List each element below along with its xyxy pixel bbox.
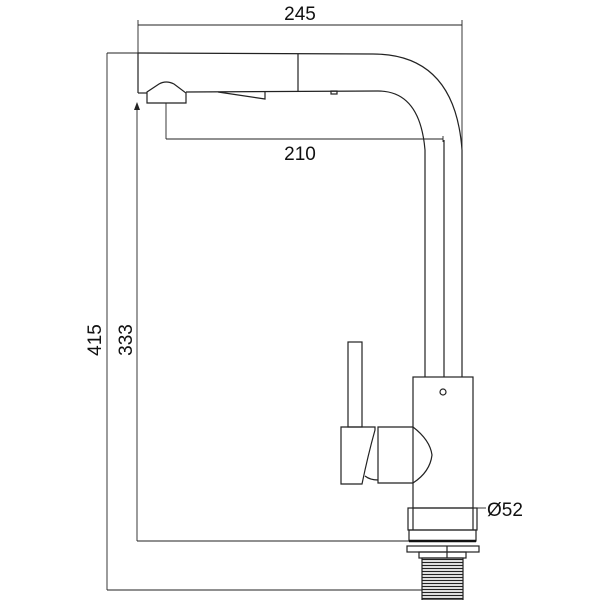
spout (137, 52, 463, 377)
dimension-label-245: 245 (284, 4, 316, 25)
dimension-label-333: 333 (116, 324, 137, 356)
aerator (146, 81, 187, 104)
cartridge-housing (377, 426, 433, 484)
faucet-body (377, 376, 474, 509)
dimension-base-diameter: Ø52 (473, 500, 523, 521)
dimension-overall-reach: 245 (137, 4, 463, 150)
dimension-label-210: 210 (284, 144, 316, 165)
spout-slot (330, 90, 338, 95)
dimension-label-415: 415 (85, 324, 106, 356)
dimension-spout-height: 333 (116, 102, 409, 542)
lever-handle (340, 341, 379, 485)
spray-button (217, 91, 266, 100)
dimension-label-diameter: Ø52 (487, 500, 523, 521)
threaded-shank (421, 557, 464, 600)
indicator-hole (439, 388, 447, 396)
dimension-spout-reach: 210 (165, 103, 444, 165)
dimension-overall-height: 415 (85, 52, 422, 591)
faucet-base (406, 507, 480, 600)
